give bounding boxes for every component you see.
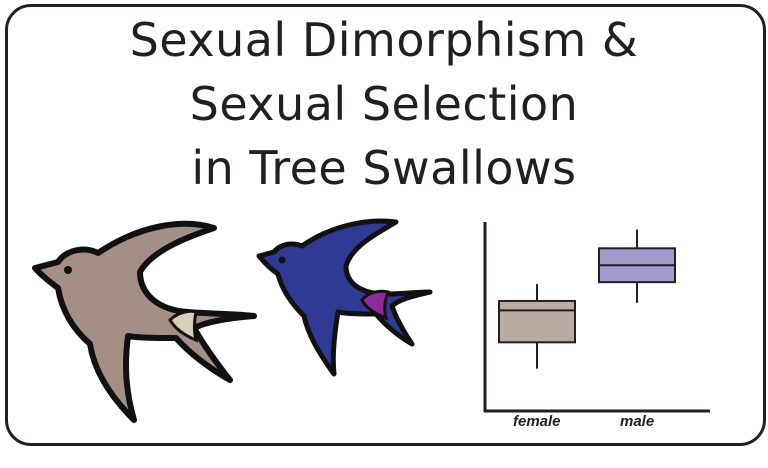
title-line-2: Sexual Selection — [189, 77, 579, 131]
female-bird-eye — [64, 266, 72, 274]
title-line-3: in Tree Swallows — [191, 141, 577, 195]
swallow-female-icon — [32, 220, 257, 423]
box-body-female — [498, 299, 576, 344]
title-line-1: Sexual Dimorphism & — [129, 13, 639, 67]
male-bird-patch — [360, 289, 391, 321]
male-bird-body — [256, 218, 433, 377]
page-title: Sexual Dimorphism & Sexual Selection in … — [0, 8, 768, 200]
x-tick-label-female: female — [513, 413, 561, 430]
female-bird-body — [32, 220, 257, 423]
male-bird-eye — [278, 256, 286, 264]
box-female — [498, 284, 576, 369]
swallow-male-icon — [256, 218, 433, 377]
female-bird-patch — [168, 309, 199, 343]
x-tick-label-male: male — [620, 413, 655, 430]
box-male — [598, 229, 676, 303]
boxplot-chart — [483, 222, 710, 413]
